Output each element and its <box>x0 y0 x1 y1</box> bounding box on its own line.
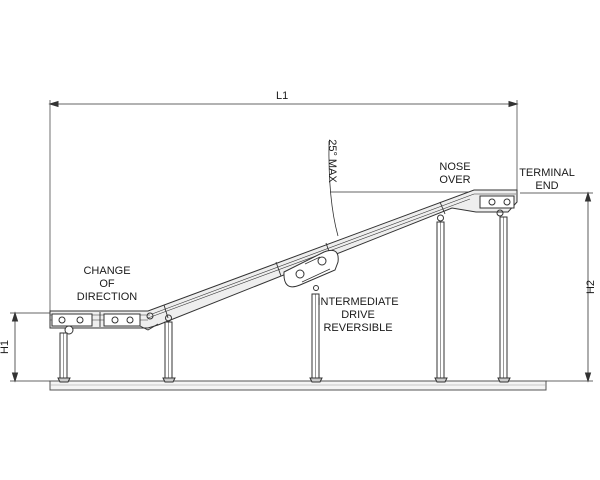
change-of-direction-assembly <box>51 312 159 335</box>
floor-base <box>49 380 547 391</box>
support-leg-4 <box>434 214 448 383</box>
conveyor-frame <box>49 189 518 329</box>
terminal-end-label: TERMINAL END <box>519 167 575 192</box>
terminal-end-assembly <box>479 195 515 217</box>
support-leg-2 <box>162 314 176 383</box>
discharge-height-dimension <box>520 191 593 383</box>
support-leg-5 <box>497 216 511 383</box>
overall-length-label: L1 <box>276 90 289 102</box>
incline-angle-indicator <box>328 140 470 237</box>
infeed-height-dimension <box>10 311 50 383</box>
support-leg-1 <box>57 332 71 383</box>
support-legs <box>57 214 511 383</box>
nose-over-label: NOSE OVER <box>439 161 471 186</box>
discharge-height-label: H2 <box>585 279 598 295</box>
support-leg-3 <box>309 293 323 383</box>
infeed-height-label: H1 <box>0 339 12 355</box>
intermediate-drive-label: INTERMEDIATE DRIVE REVERSIBLE <box>317 296 399 334</box>
intermediate-drive-assembly <box>283 249 339 291</box>
change-of-direction-label: CHANGE OF DIRECTION <box>76 265 138 303</box>
incline-angle-label: 25° MAX <box>325 139 338 183</box>
overall-length-dimension <box>48 100 519 312</box>
